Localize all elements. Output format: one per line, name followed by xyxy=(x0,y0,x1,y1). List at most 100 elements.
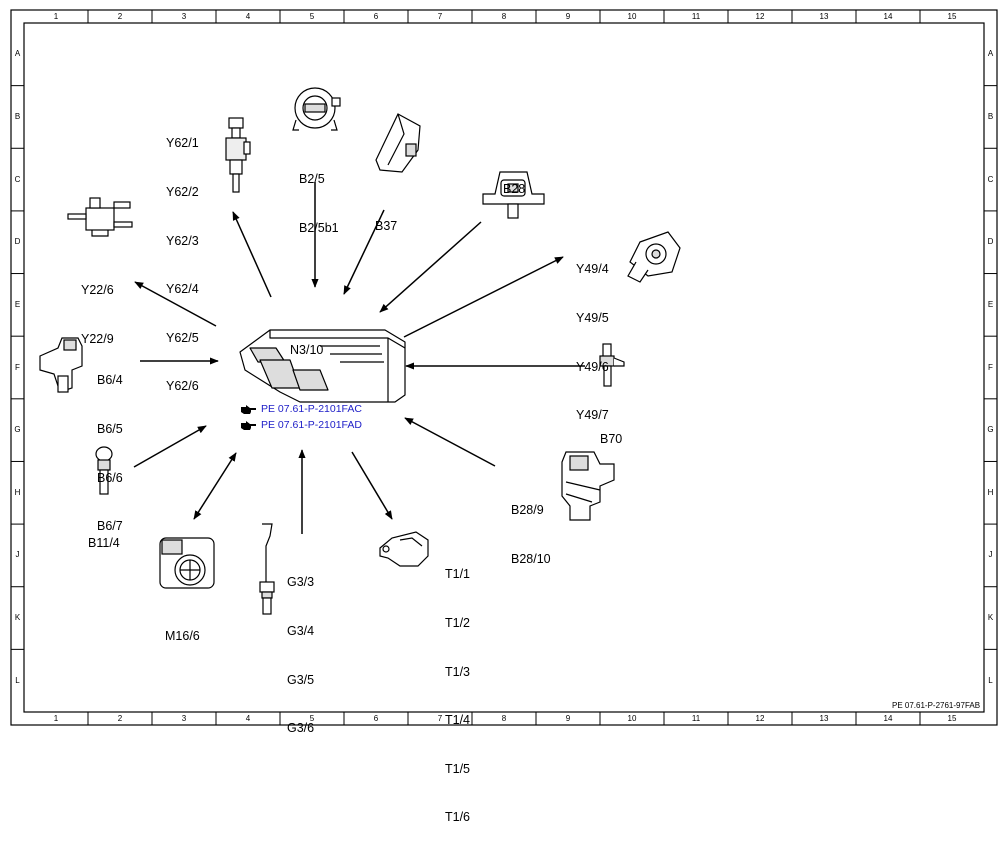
grid-column-label: 1 xyxy=(53,713,59,723)
crankshaft-sensor-b70-icon xyxy=(599,343,625,387)
label-line: Y62/5 xyxy=(166,330,199,345)
label-line: B28 xyxy=(503,182,526,197)
ignition-coil-t1-icon xyxy=(379,531,429,567)
grid-row-label: L xyxy=(988,675,993,685)
grid-column-label: 14 xyxy=(883,713,893,723)
grid-row-label: A xyxy=(987,49,994,59)
grid-column-label: 6 xyxy=(373,713,379,723)
label-line: G3/6 xyxy=(287,721,315,736)
oxygen-sensor-g3-icon xyxy=(259,523,275,615)
label-line: B6/6 xyxy=(97,470,123,485)
label-b2-5: B2/5 B2/5b1 xyxy=(299,139,339,252)
arrow-b28 xyxy=(379,221,482,313)
label-line: Y22/9 xyxy=(81,332,114,347)
grid-row-label: K xyxy=(987,613,994,623)
grid-row-label: K xyxy=(14,613,21,623)
grid-column-label: 12 xyxy=(755,11,765,21)
reference-text[interactable]: PE 07.61-P-2101FAD xyxy=(261,419,362,431)
grid-column-label: 5 xyxy=(309,11,315,21)
grid-row-label: L xyxy=(15,675,20,685)
label-line: T1/2 xyxy=(445,616,471,631)
grid-column-label: 7 xyxy=(437,11,443,21)
label-line: Y62/4 xyxy=(166,282,199,297)
reference-link-fac[interactable]: PE 07.61-P-2101FAC xyxy=(241,403,362,415)
label-line: Y49/6 xyxy=(576,359,609,374)
grid-row-label: H xyxy=(987,487,994,497)
pressure-sensor-b28-icon xyxy=(482,171,545,219)
arrow-b289 xyxy=(404,417,496,467)
grid-column-label: 9 xyxy=(565,713,571,723)
grid-column-label: 15 xyxy=(947,713,957,723)
grid-row-label: D xyxy=(987,237,994,247)
grid-column-label: 2 xyxy=(117,713,123,723)
grid-row-label: B xyxy=(14,111,21,121)
outer-frame xyxy=(10,9,998,726)
grid-column-label: 11 xyxy=(691,11,701,21)
grid-column-label: 6 xyxy=(373,11,379,21)
label-y22: Y22/6 Y22/9 xyxy=(81,250,114,363)
grid-column-label: 3 xyxy=(181,11,187,21)
reference-link-fad[interactable]: PE 07.61-P-2101FAD xyxy=(241,419,362,431)
arrow-y49 xyxy=(403,256,564,338)
grid-column-label: 8 xyxy=(501,713,507,723)
grid-column-label: 4 xyxy=(245,713,251,723)
switchover-valve-y22-icon xyxy=(67,197,133,237)
label-g3: G3/3 G3/4 G3/5 G3/6 xyxy=(287,542,314,753)
grid-row-label: E xyxy=(14,299,21,309)
arrow-m16 xyxy=(193,452,237,520)
air-mass-sensor-b2-5-icon xyxy=(292,87,341,131)
label-line: N3/10 xyxy=(290,343,324,358)
grid-column-label: 15 xyxy=(947,11,957,21)
grid-column-label: 4 xyxy=(245,11,251,21)
label-b6: B6/4 B6/5 B6/6 B6/7 xyxy=(97,340,123,551)
grid-row-label: G xyxy=(987,425,994,435)
control-unit-n3-10 xyxy=(239,329,406,403)
label-line: M16/6 xyxy=(165,629,200,644)
reference-text[interactable]: PE 07.61-P-2101FAC xyxy=(261,403,362,415)
label-b11-4: B11/4 xyxy=(88,503,120,568)
connection-arrows xyxy=(133,182,585,534)
label-line: B2/5b1 xyxy=(299,221,339,236)
label-line: Y49/5 xyxy=(576,311,609,326)
grid-row-label: E xyxy=(987,299,994,309)
grid-row-label: F xyxy=(988,362,993,372)
grid-row-label: C xyxy=(987,174,994,184)
label-line: B28/10 xyxy=(511,552,551,567)
grid-row-label: H xyxy=(14,487,21,497)
label-line: T1/3 xyxy=(445,664,471,679)
grid-column-label: 10 xyxy=(627,11,637,21)
label-line: B28/9 xyxy=(511,503,544,518)
grid-column-label: 13 xyxy=(819,11,829,21)
label-b70: B70 xyxy=(600,399,622,464)
pointing-hand-icon xyxy=(241,404,256,414)
label-line: Y62/2 xyxy=(166,185,199,200)
label-line: G3/5 xyxy=(287,672,315,687)
arrow-b11 xyxy=(133,425,207,468)
grid-column-label: 13 xyxy=(819,713,829,723)
label-b28-9: B28/9 B28/10 xyxy=(511,470,551,583)
grid-column-label: 9 xyxy=(565,11,571,21)
label-line: B11/4 xyxy=(88,536,120,551)
camshaft-adjuster-y49-icon xyxy=(627,231,681,283)
label-line: Y62/3 xyxy=(166,233,199,248)
grid-column-label: 8 xyxy=(501,11,507,21)
label-line: Y62/1 xyxy=(166,136,199,151)
label-line: Y22/6 xyxy=(81,283,114,298)
label-b37: B37 xyxy=(375,186,397,251)
pressure-sensor-b28-9-icon xyxy=(561,451,615,521)
arrow-y22 xyxy=(134,281,217,327)
label-t1: T1/1 T1/2 T1/3 T1/4 T1/5 T1/6 xyxy=(445,534,470,842)
label-line: T1/6 xyxy=(445,810,471,825)
grid-row-label: A xyxy=(14,49,21,59)
document-reference: PE 07.61-P-2761-97FAB xyxy=(892,701,981,710)
label-line: Y49/7 xyxy=(576,408,609,423)
inner-frame xyxy=(23,22,985,713)
hall-sensor-b6-icon xyxy=(39,337,83,393)
label-line: B2/5 xyxy=(299,172,325,187)
grid-column-label: 7 xyxy=(437,713,443,723)
diagram-canvas xyxy=(10,9,998,726)
grid-column-label: 1 xyxy=(53,11,59,21)
grid-row-label: J xyxy=(988,550,993,560)
grid-row-label: D xyxy=(14,237,21,247)
arrow-y62 xyxy=(232,211,272,298)
